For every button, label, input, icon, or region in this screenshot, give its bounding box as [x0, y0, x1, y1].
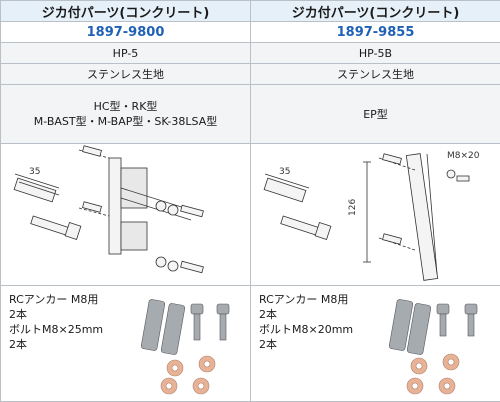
material-2: ステンレス生地 [251, 64, 500, 85]
diagram-row: 35 [1, 144, 500, 286]
parts-photo-1 [1, 286, 249, 401]
installation-diagram-hp5: 35 [1, 144, 249, 285]
compat-line: M-BAST型・M-BAP型・SK-38LSA型 [1, 114, 250, 129]
bolt-photo [437, 304, 477, 336]
contents-row: RCアンカー M8用 2本 ボルトM8×25mm 2本 [1, 286, 500, 402]
anchor-photo [141, 299, 185, 355]
dimension-label: 35 [29, 167, 40, 177]
compatibility-row: HC型・RK型 M-BAST型・M-BAP型・SK-38LSA型 EP型 [1, 85, 500, 144]
bolt-drawing [281, 216, 331, 239]
compat-line: EP型 [251, 107, 500, 122]
anchor-photo [389, 299, 431, 355]
contents-2: RCアンカー M8用 2本 ボルトM8×20mm 2本 [251, 286, 500, 402]
installation-diagram-hp5b: 35 126 M8×20 [251, 144, 499, 285]
product-code-2: 1897-9855 [251, 22, 500, 43]
column-1-header: ジカ付パーツ(コンクリート) [1, 1, 251, 22]
model-row: HP-5 HP-5B [1, 43, 500, 64]
product-code-row: 1897-9800 1897-9855 [1, 22, 500, 43]
rail-drawing [406, 154, 437, 281]
model-1: HP-5 [1, 43, 251, 64]
washers-photo [407, 354, 459, 394]
compatibility-2: EP型 [251, 85, 500, 144]
material-1: ステンレス生地 [1, 64, 251, 85]
bracket-drawing [109, 158, 191, 254]
header-row: ジカ付パーツ(コンクリート) ジカ付パーツ(コンクリート) [1, 1, 500, 22]
parts-photo-2 [251, 286, 499, 401]
material-row: ステンレス生地 ステンレス生地 [1, 64, 500, 85]
lower-fasteners [379, 234, 415, 250]
model-2: HP-5B [251, 43, 500, 64]
diagram-1: 35 [1, 144, 251, 286]
product-code-1: 1897-9800 [1, 22, 251, 43]
contents-1: RCアンカー M8用 2本 ボルトM8×25mm 2本 [1, 286, 251, 402]
anchor-drawing [264, 178, 306, 202]
dimension-label: 35 [279, 167, 290, 177]
bolt-spec-label: M8×20 [447, 151, 480, 161]
height-label: 126 [348, 199, 358, 216]
diagram-2: 35 126 M8×20 [251, 144, 500, 286]
anchor-drawing [14, 178, 59, 202]
compat-line: HC型・RK型 [1, 99, 250, 114]
washers-photo [161, 356, 215, 394]
bolt-drawing [31, 216, 81, 239]
bolt-photo [191, 304, 229, 340]
column-2-header: ジカ付パーツ(コンクリート) [251, 1, 500, 22]
compatibility-1: HC型・RK型 M-BAST型・M-BAP型・SK-38LSA型 [1, 85, 251, 144]
